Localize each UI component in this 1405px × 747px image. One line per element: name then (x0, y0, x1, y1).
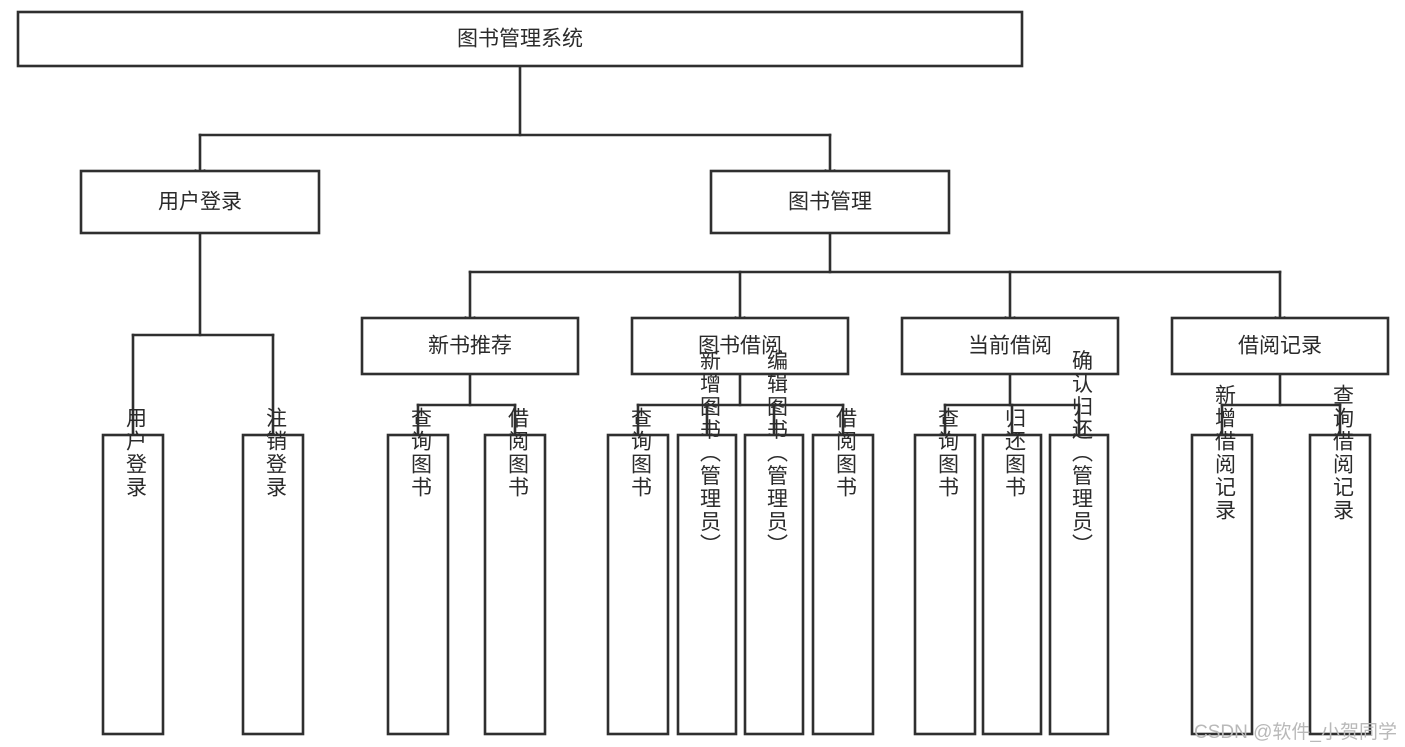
node-leaf-add-book[interactable]: 新增图书（管理员） (676, 350, 738, 736)
node-box-leaf-edit-book[interactable] (743, 433, 805, 736)
node-leaf-return-book[interactable]: 归还图书 (981, 407, 1043, 736)
node-label-leaf-user-login: 用户登录 (123, 407, 147, 499)
node-box-leaf-borrow-book-recommend[interactable] (483, 433, 547, 736)
node-box-leaf-query-book-recommend[interactable] (386, 433, 450, 736)
node-box-user-login[interactable] (79, 169, 321, 235)
node-borrow-record[interactable]: 借阅记录 (1170, 316, 1390, 376)
connector-layer (127, 64, 1346, 442)
node-box-leaf-user-login[interactable] (101, 433, 165, 736)
node-user-login[interactable]: 用户登录 (79, 169, 321, 235)
node-label-leaf-query-borrow-record: 查询借阅记录 (1330, 384, 1354, 522)
node-box-leaf-return-book[interactable] (981, 433, 1043, 736)
node-book-management[interactable]: 图书管理 (709, 169, 951, 235)
node-box-leaf-borrow-book[interactable] (811, 433, 875, 736)
node-leaf-user-login[interactable]: 用户登录 (101, 407, 165, 736)
node-leaf-user-logout[interactable]: 注销登录 (241, 407, 305, 736)
node-leaf-query-book-recommend[interactable]: 查询图书 (386, 407, 450, 736)
node-label-book-management: 图书管理 (788, 191, 872, 214)
node-label-leaf-user-logout: 注销登录 (263, 407, 287, 499)
node-box-leaf-add-borrow-record[interactable] (1190, 433, 1254, 736)
node-leaf-add-borrow-record[interactable]: 新增借阅记录 (1190, 384, 1254, 736)
node-label-leaf-edit-book: 编辑图书（管理员） (764, 350, 788, 557)
node-label-leaf-confirm-return: 确认归还（管理员） (1069, 350, 1093, 557)
node-leaf-confirm-return[interactable]: 确认归还（管理员） (1048, 350, 1110, 736)
node-box-root[interactable] (16, 10, 1024, 68)
node-label-current-borrow: 当前借阅 (968, 335, 1052, 358)
node-leaf-borrow-book-recommend[interactable]: 借阅图书 (483, 407, 547, 736)
node-label-leaf-query-book-recommend: 查询图书 (408, 407, 432, 499)
node-label-new-book-recommend: 新书推荐 (428, 335, 512, 358)
node-box-leaf-add-book[interactable] (676, 433, 738, 736)
node-label-leaf-borrow-book: 借阅图书 (833, 407, 857, 499)
node-leaf-query-book-current[interactable]: 查询图书 (913, 407, 977, 736)
node-box-current-borrow[interactable] (900, 316, 1120, 376)
node-label-leaf-return-book: 归还图书 (1002, 407, 1026, 499)
node-label-borrow-record: 借阅记录 (1238, 335, 1322, 358)
node-new-book-recommend[interactable]: 新书推荐 (360, 316, 580, 376)
node-box-leaf-user-logout[interactable] (241, 433, 305, 736)
node-box-leaf-query-book-current[interactable] (913, 433, 977, 736)
node-current-borrow[interactable]: 当前借阅 (900, 316, 1120, 376)
node-box-leaf-query-book-borrow[interactable] (606, 433, 670, 736)
node-label-leaf-borrow-book-recommend: 借阅图书 (505, 407, 529, 499)
node-leaf-edit-book[interactable]: 编辑图书（管理员） (743, 350, 805, 736)
node-label-leaf-query-book-current: 查询图书 (935, 407, 959, 499)
node-label-book-borrow: 图书借阅 (698, 335, 782, 358)
node-box-book-borrow[interactable] (630, 316, 850, 376)
node-box-leaf-confirm-return[interactable] (1048, 433, 1110, 736)
node-layer: 图书管理系统用户登录图书管理新书推荐图书借阅当前借阅借阅记录用户登录注销登录查询… (16, 10, 1390, 736)
node-label-leaf-add-borrow-record: 新增借阅记录 (1212, 384, 1236, 522)
node-label-leaf-add-book: 新增图书（管理员） (697, 350, 721, 557)
node-box-new-book-recommend[interactable] (360, 316, 580, 376)
node-box-leaf-query-borrow-record[interactable] (1308, 433, 1372, 736)
node-leaf-borrow-book[interactable]: 借阅图书 (811, 407, 875, 736)
node-label-root: 图书管理系统 (457, 28, 583, 51)
node-book-borrow[interactable]: 图书借阅 (630, 316, 850, 376)
node-leaf-query-book-borrow[interactable]: 查询图书 (606, 407, 670, 736)
node-label-leaf-query-book-borrow: 查询图书 (628, 407, 652, 499)
node-box-borrow-record[interactable] (1170, 316, 1390, 376)
node-label-user-login: 用户登录 (158, 191, 242, 214)
node-leaf-query-borrow-record[interactable]: 查询借阅记录 (1308, 384, 1372, 736)
node-box-book-management[interactable] (709, 169, 951, 235)
node-root[interactable]: 图书管理系统 (16, 10, 1024, 68)
